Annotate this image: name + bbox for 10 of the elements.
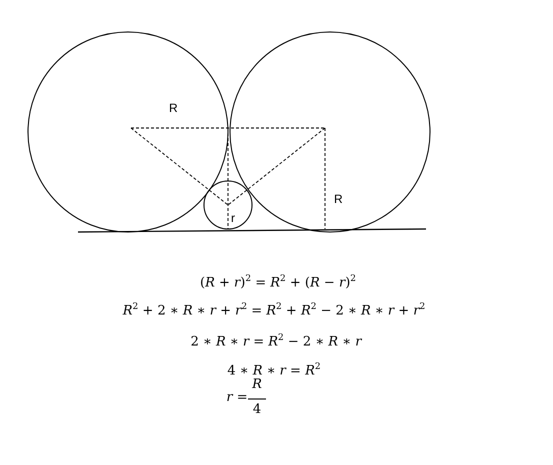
equation: 4 ∗ R ∗ r = R$^{2}$ bbox=[227, 363, 321, 378]
radius-label: R bbox=[169, 102, 178, 114]
radius-label: r bbox=[231, 212, 235, 224]
equation: 2 ∗ R ∗ r = R$^{2}$ − 2 ∗ R ∗ r bbox=[190, 334, 362, 348]
equation: (R + r)$^{2}$ = R$^{2}$ + (R − r)$^{2}$ bbox=[200, 275, 356, 290]
fraction-numerator: R bbox=[252, 378, 262, 391]
equation: R$^{2}$ + 2 ∗ R ∗ r + r$^{2}$ = R$^{2}$ + R$^{2}$ − 2 ∗ R ∗ r + r$^{2}$ bbox=[122, 303, 426, 318]
equation: r = bbox=[226, 391, 248, 404]
fraction-denominator: 4 bbox=[252, 403, 262, 416]
radius-label: R bbox=[334, 193, 343, 205]
